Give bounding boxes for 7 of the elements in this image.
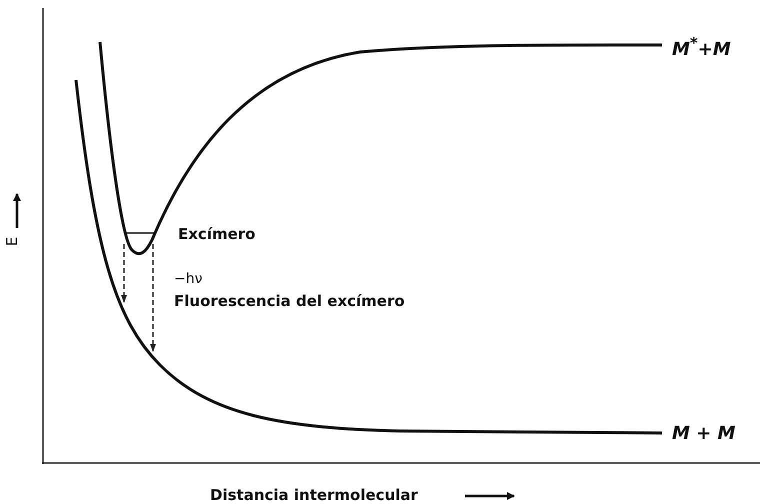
transition-label: Fluorescencia del excímero <box>174 294 405 309</box>
state-label: M$^{*}$+M <box>672 36 731 59</box>
transition-label: −hν <box>174 272 202 286</box>
state-label: M + M <box>672 425 736 443</box>
axis-label: E <box>5 236 20 246</box>
state-label: Excímero <box>178 227 256 242</box>
axis-label: Distancia intermolecular <box>210 488 418 503</box>
